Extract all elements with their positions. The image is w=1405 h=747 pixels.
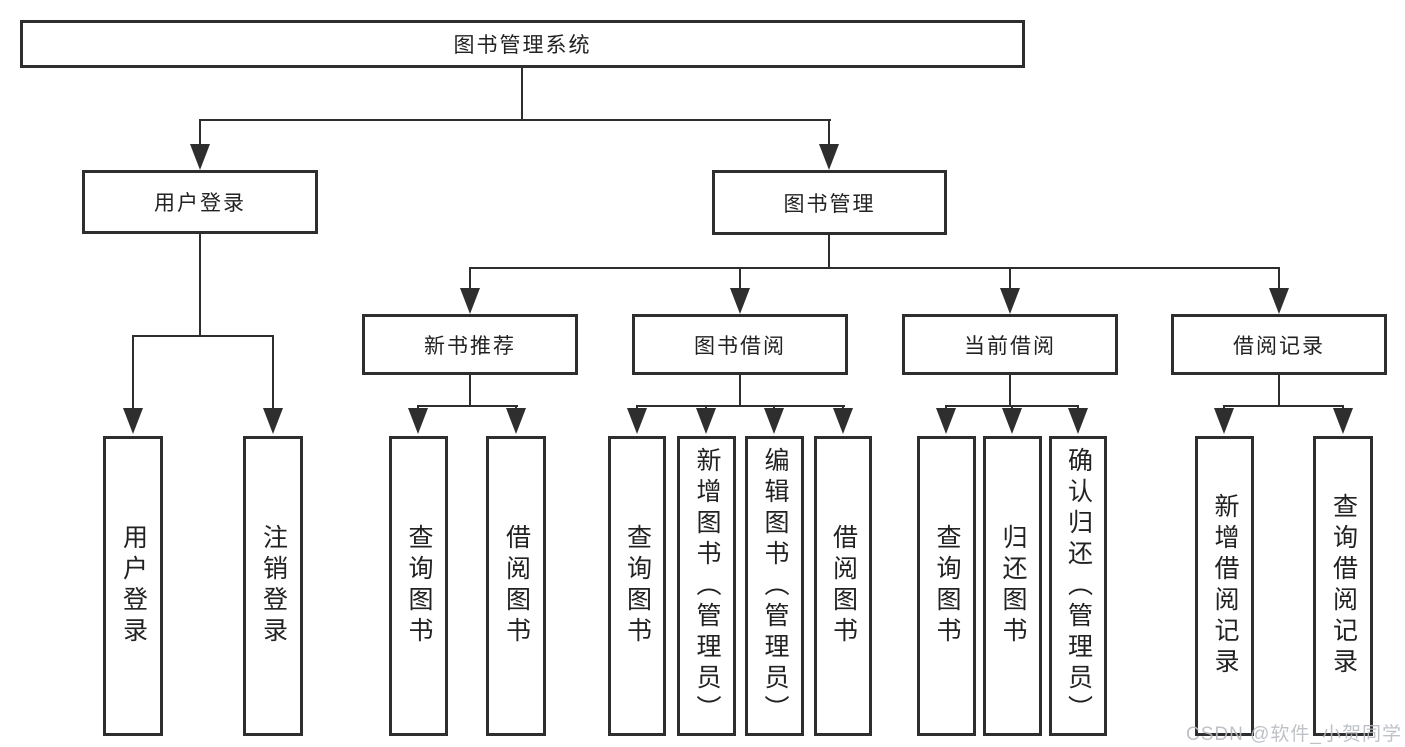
leaf-add-borrow-record: 新增借阅记录 bbox=[1195, 436, 1254, 736]
arrow-into-current-borrow bbox=[1000, 288, 1020, 314]
connector-level1-bar bbox=[199, 119, 831, 121]
connector-borrow-record-down bbox=[1278, 375, 1280, 406]
connector-level3-stem bbox=[1278, 268, 1280, 290]
arrow-into-leaf bbox=[506, 408, 526, 434]
node-current-borrow: 当前借阅 bbox=[902, 314, 1118, 375]
csdn-watermark: CSDN @软件_小贺同学 bbox=[1186, 724, 1402, 745]
leaf-cur-return-book: 归还图书 bbox=[983, 436, 1042, 736]
connector-new-book-rec-bar bbox=[417, 405, 518, 407]
leaf-cur-query-book: 查询图书 bbox=[917, 436, 976, 736]
connector-root-stem bbox=[521, 68, 523, 120]
leaf-cur-confirm-return: 确认归还（管理员） bbox=[1049, 436, 1107, 736]
arrow-into-leaf bbox=[123, 408, 143, 434]
connector-user-login-bar bbox=[132, 335, 274, 337]
arrow-into-leaf bbox=[764, 408, 784, 434]
node-root-system: 图书管理系统 bbox=[20, 20, 1025, 68]
arrow-into-leaf bbox=[833, 408, 853, 434]
leaf-bor-borrow-book: 借阅图书 bbox=[814, 436, 872, 736]
arrow-into-leaf bbox=[1068, 408, 1088, 434]
node-user-login: 用户登录 bbox=[82, 170, 318, 234]
connector-book-mgmt-down bbox=[828, 235, 830, 268]
arrow-into-new-book-rec bbox=[460, 288, 480, 314]
arrow-into-leaf bbox=[263, 408, 283, 434]
node-borrow-record: 借阅记录 bbox=[1171, 314, 1387, 375]
arrow-into-leaf bbox=[1333, 408, 1353, 434]
arrow-into-borrow-record bbox=[1269, 288, 1289, 314]
connector-book-borrow-bar bbox=[636, 405, 845, 407]
connector-new-book-rec-down bbox=[469, 375, 471, 406]
connector-book-mgmt-stem bbox=[828, 120, 830, 146]
arrow-into-leaf bbox=[408, 408, 428, 434]
arrow-into-leaf bbox=[936, 408, 956, 434]
leaf-rec-borrow-book: 借阅图书 bbox=[486, 436, 546, 736]
connector-leaf-stem bbox=[272, 336, 274, 410]
arrow-into-book-borrow bbox=[730, 288, 750, 314]
connector-level3-stem bbox=[739, 268, 741, 290]
connector-level3-stem bbox=[1009, 268, 1011, 290]
node-book-borrow: 图书借阅 bbox=[632, 314, 848, 375]
connector-user-login-stem bbox=[199, 120, 201, 146]
connector-level3-stem bbox=[469, 268, 471, 290]
connector-current-borrow-down bbox=[1009, 375, 1011, 406]
arrow-into-book-mgmt bbox=[819, 144, 839, 170]
leaf-bor-edit-book: 编辑图书（管理员） bbox=[745, 436, 804, 736]
node-book-mgmt: 图书管理 bbox=[712, 170, 947, 235]
leaf-bor-query-book: 查询图书 bbox=[608, 436, 666, 736]
arrow-into-leaf bbox=[627, 408, 647, 434]
arrow-into-leaf bbox=[1002, 408, 1022, 434]
arrow-into-user-login bbox=[190, 144, 210, 170]
connector-level3-bar bbox=[469, 267, 1280, 269]
leaf-user-login: 用户登录 bbox=[103, 436, 163, 736]
connector-user-login-down bbox=[199, 234, 201, 336]
leaf-bor-add-book: 新增图书（管理员） bbox=[677, 436, 736, 736]
arrow-into-leaf bbox=[1214, 408, 1234, 434]
leaf-query-borrow-record: 查询借阅记录 bbox=[1313, 436, 1373, 736]
leaf-rec-query-book: 查询图书 bbox=[389, 436, 448, 736]
connector-borrow-record-bar bbox=[1223, 405, 1344, 407]
connector-leaf-stem bbox=[132, 336, 134, 410]
connector-book-borrow-down bbox=[739, 375, 741, 406]
arrow-into-leaf bbox=[696, 408, 716, 434]
node-new-book-rec: 新书推荐 bbox=[362, 314, 578, 375]
leaf-logout: 注销登录 bbox=[243, 436, 303, 736]
